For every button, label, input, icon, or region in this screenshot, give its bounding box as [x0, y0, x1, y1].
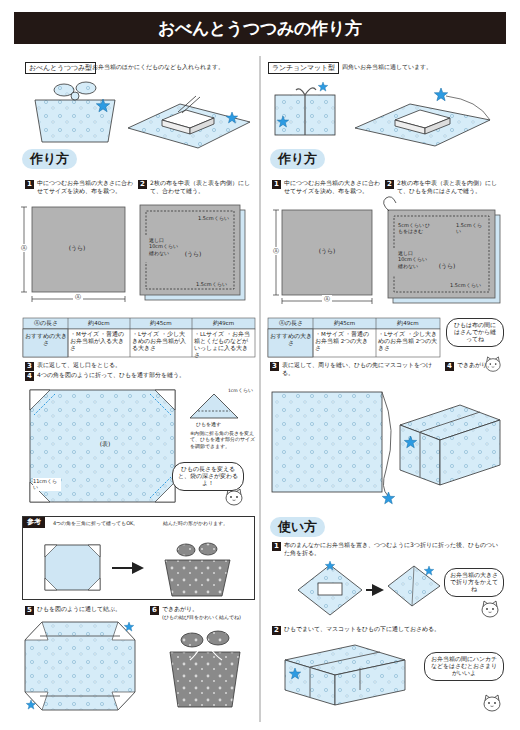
- node-text: ランチョンマット型: [272, 64, 335, 72]
- annotation-label: 布のまんなかにお弁当箱を置き、つつむように3つ折りに折った後、ひものついた角を折…: [284, 541, 502, 556]
- annotation-label: できあがり。: [457, 361, 505, 369]
- annotation-label: おすすめの大きさ: [269, 333, 312, 347]
- annotation-label: 4つの角を図のように折って、ひもを通す部分を縫う。: [37, 371, 187, 379]
- annotation-label: Ⓐの長さ: [269, 320, 312, 327]
- node-text: ひもの長さを変えると、袋の深さが変わるよ！: [178, 466, 238, 487]
- step-number: 2: [272, 626, 281, 635]
- node-text: 4: [25, 372, 34, 381]
- node-text: 5: [25, 606, 34, 615]
- annotation-label: ※内側に折る角の長さを変えて、ひもを通す部分のサイズを調節できます。: [190, 430, 256, 449]
- reference-note: 4つの角を三角に折って縫ってもOK。: [53, 520, 157, 526]
- annotation-label: ひもでまいて、マスコットをひもの下に通しておさめる。: [284, 625, 502, 633]
- annotation-label: 5cmくらい ひもをはさむ: [398, 222, 434, 235]
- step-number: 1: [25, 180, 34, 189]
- annotation-label: 1.5cmくらい: [450, 282, 486, 288]
- page-title: おべんとうつつみの作り方: [14, 12, 506, 44]
- annotation-label: Ⓐ: [271, 247, 281, 255]
- node-text: ひもは布の間にはさんでから縫ってね: [452, 322, 498, 343]
- reference-note: 結んだ時の形がかわります。: [163, 520, 253, 526]
- annotation-label: Ⓐ: [322, 295, 332, 303]
- annotation-label: ・Lサイズ ・少し大きめのお弁当箱 2つの大きさ: [378, 331, 438, 352]
- annotation-label: 四角いお弁当箱に適しています。: [342, 63, 502, 71]
- node-text: 2: [138, 180, 147, 189]
- section-heading: 作り方: [22, 149, 77, 169]
- type-tag: ランチョンマット型: [268, 62, 339, 74]
- node-text: お弁当箱の大きさで折り方をかえてね: [450, 572, 498, 593]
- reference-heading: 参考: [23, 517, 45, 528]
- annotation-label: (表): [90, 440, 120, 448]
- annotation-label: おすすめの大きさ: [24, 333, 67, 347]
- annotation-label: 11cmくらい: [33, 478, 61, 491]
- step-number: 1: [272, 180, 281, 189]
- annotation-label: 返し口 10cmくらい 縫わない: [149, 237, 179, 256]
- annotation-label: 表に返して、周りを縫い、ひもの先にマスコットをつける。: [282, 361, 437, 376]
- node-text: 1: [272, 542, 281, 551]
- step-number: 1: [272, 542, 281, 551]
- node-text: お弁当箱の間にハンカチなどをはさむとおさまりがいいよ: [430, 656, 498, 677]
- annotation-label: (ひもの結び目をかわいく結んでね): [162, 614, 255, 620]
- node-text: 1: [25, 180, 34, 189]
- annotation-label: ・Mサイズ ・普通のお弁当箱が入る大きさ: [70, 331, 128, 352]
- annotation-label: 返し口 10cmくらい 縫わない: [398, 250, 428, 269]
- step-number: 6: [150, 606, 159, 615]
- annotation-label: できあがり。: [162, 605, 252, 613]
- node-text: 3: [25, 362, 34, 371]
- step-number: 5: [25, 606, 34, 615]
- annotation-label: 約40cm: [69, 320, 129, 327]
- node-text: 作り方: [278, 151, 317, 167]
- annotation-label: (うら): [178, 250, 208, 258]
- annotation-label: 1.5cmくらい: [456, 222, 486, 235]
- step-number: 2: [138, 180, 147, 189]
- section-heading: 作り方: [270, 149, 325, 169]
- annotation-label: 約45cm: [314, 320, 375, 327]
- step-number: 2: [385, 180, 394, 189]
- node-text: 6: [150, 606, 159, 615]
- annotation-label: (うら): [312, 247, 342, 255]
- node-text: 2: [272, 626, 281, 635]
- node-text: 使い方: [278, 519, 317, 535]
- annotation-label: 1cmくらい: [228, 388, 254, 394]
- speech-bubble: ひもは布の間にはさんでから縫ってね: [446, 318, 504, 347]
- step-number: 4: [25, 372, 34, 381]
- reference-box: 参考 4つの角を三角に折って縫ってもOK。結んだ時の形がかわります。: [22, 516, 255, 600]
- section-heading: 使い方: [270, 517, 325, 537]
- step-number: 3: [270, 362, 279, 371]
- step-number: 4: [445, 362, 454, 371]
- annotation-label: Ⓐ: [73, 293, 83, 301]
- annotation-label: 約49cm: [193, 320, 254, 327]
- annotation-label: 表に返して、返し口をとじる。: [37, 361, 247, 369]
- step-number: 3: [25, 362, 34, 371]
- node-text: 1: [272, 180, 281, 189]
- annotation-label: ひもを通す: [196, 421, 236, 427]
- type-tag: おべんとうつつみ型: [25, 62, 96, 74]
- annotation-label: 中につつむお弁当箱の大きさに合わせてサイズを決め、布を裁つ。: [37, 179, 134, 194]
- speech-bubble: お弁当箱の大きさで折り方をかえてね: [444, 568, 504, 597]
- node-text: 作り方: [30, 151, 69, 167]
- annotation-label: ひもを図のように通して結ぶ。: [37, 605, 145, 613]
- annotation-label: (うら): [62, 244, 92, 252]
- annotation-label: 2枚の布を中表（表と表を内側）にして、ひもを角にはさんで縫う。: [397, 179, 503, 194]
- node-text: 3: [270, 362, 279, 371]
- annotation-label: 1.5cmくらい: [196, 281, 232, 287]
- annotation-label: 約45cm: [131, 320, 191, 327]
- annotation-label: お弁当箱のほかにくだものなども入れられます。: [92, 63, 252, 71]
- node-text: 2: [385, 180, 394, 189]
- node-text: おべんとうつつみ型: [29, 64, 92, 72]
- annotation-label: (うら): [432, 262, 462, 270]
- speech-bubble: ひもの長さを変えると、袋の深さが変わるよ！: [172, 462, 244, 491]
- annotation-label: Ⓐ: [19, 244, 29, 252]
- annotation-label: Ⓐの長さ: [24, 320, 67, 327]
- speech-bubble: お弁当箱の間にハンカチなどをはさむとおさまりがいいよ: [424, 652, 504, 681]
- annotation-label: ・Lサイズ ・少し大きめのお弁当箱が入る大きさ: [132, 331, 190, 352]
- annotation-label: ・Mサイズ ・普通のお弁当箱 2つの大きさ: [315, 331, 374, 352]
- annotation-label: 約49cm: [377, 320, 439, 327]
- annotation-label: ・LLサイズ ・お弁当箱とくだものなどがいっしょに入る大きさ: [194, 331, 253, 359]
- annotation-label: 2枚の布を中表（表と表を内側）にして、合わせて縫う。: [150, 179, 253, 194]
- annotation-label: 中につつむお弁当箱の大きさに合わせてサイズを決め、布を裁つ。: [284, 179, 382, 194]
- annotation-label: 1.5cmくらい: [198, 215, 232, 221]
- node-text: 4: [445, 362, 454, 371]
